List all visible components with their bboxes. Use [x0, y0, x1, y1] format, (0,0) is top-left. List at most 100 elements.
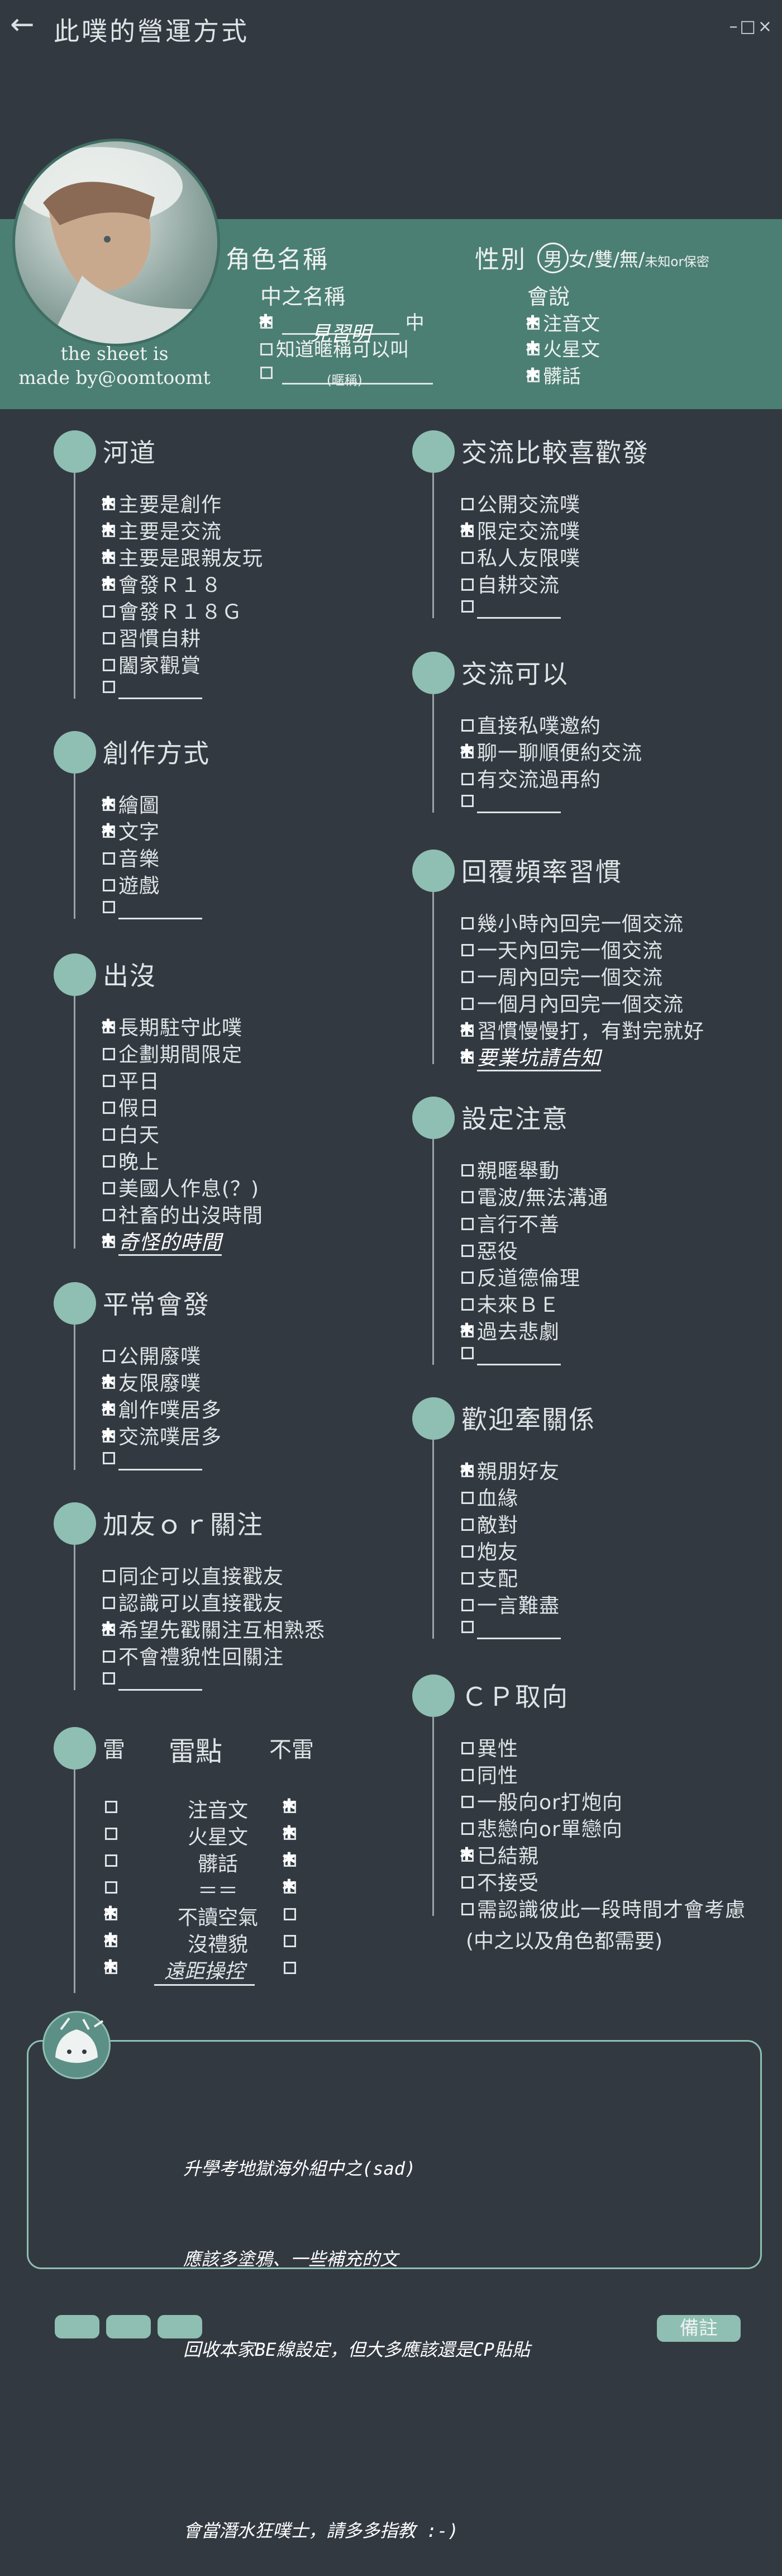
blank-field[interactable]: [477, 1347, 561, 1365]
chinese-name-value[interactable]: 見習明: [282, 317, 399, 345]
checkbox-item[interactable]: 長期駐守此噗: [101, 1012, 242, 1041]
gender-extra[interactable]: 未知or保密: [645, 255, 709, 269]
checkbox-item[interactable]: 聊一聊順便約交流: [459, 737, 642, 766]
checkbox[interactable]: [461, 795, 474, 807]
checkbox[interactable]: [461, 1742, 474, 1754]
checkbox-item[interactable]: [103, 1668, 202, 1691]
speak-item[interactable]: 髒話: [525, 361, 581, 388]
checkbox[interactable]: [461, 1347, 474, 1359]
speak-checkbox[interactable]: [525, 364, 540, 385]
checkbox-item[interactable]: 繪圖: [101, 789, 160, 818]
checkbox-item[interactable]: [461, 790, 561, 813]
checkbox[interactable]: [459, 1319, 475, 1340]
checkbox-item[interactable]: 文字: [101, 816, 160, 845]
checkbox[interactable]: [461, 773, 474, 785]
checkbox[interactable]: [103, 1128, 115, 1141]
checkbox[interactable]: [101, 572, 116, 594]
checkbox[interactable]: [103, 1048, 115, 1060]
checkbox[interactable]: [461, 1245, 474, 1257]
nickname-input-row[interactable]: (暱稱): [260, 362, 433, 388]
checkbox-item[interactable]: 白天: [103, 1119, 160, 1148]
checkbox-item[interactable]: [461, 1342, 561, 1365]
checkbox-item[interactable]: 敵對: [461, 1509, 518, 1538]
checkbox-item[interactable]: 奇怪的時間: [101, 1226, 222, 1256]
checkbox[interactable]: [461, 1218, 474, 1230]
checkbox-item[interactable]: 會發Ｒ１８Ｇ: [103, 596, 242, 625]
checkbox[interactable]: [103, 1452, 115, 1464]
checkbox[interactable]: [101, 1617, 116, 1639]
checkbox[interactable]: [101, 545, 116, 567]
checkbox[interactable]: [461, 1519, 474, 1531]
checkbox-item[interactable]: 炮友: [461, 1536, 518, 1565]
checkbox[interactable]: [461, 998, 474, 1010]
checkbox[interactable]: [103, 901, 115, 913]
checkbox-item[interactable]: 需認識彼此一段時間才會考慮: [461, 1894, 746, 1923]
checkbox[interactable]: [103, 1672, 115, 1685]
blank-field[interactable]: [118, 901, 202, 919]
checkbox-item[interactable]: 一天內回完一個交流: [461, 934, 663, 964]
bulei-checkbox[interactable]: [282, 1848, 297, 1870]
tab-button-2[interactable]: [106, 2315, 151, 2338]
checkbox-item[interactable]: 社畜的出沒時間: [103, 1199, 263, 1228]
note-button[interactable]: 備註: [657, 2315, 741, 2342]
checkbox[interactable]: [101, 1370, 116, 1392]
checkbox-item[interactable]: 交流噗居多: [101, 1421, 222, 1450]
checkbox-item[interactable]: 惡役: [461, 1235, 518, 1264]
nickname-row[interactable]: 知道暱稱可以叫: [260, 334, 409, 362]
checkbox[interactable]: [103, 1570, 115, 1582]
memo-box[interactable]: [27, 2040, 762, 2269]
checkbox[interactable]: [461, 1796, 474, 1808]
checkbox[interactable]: [461, 1903, 474, 1915]
checkbox-item[interactable]: 直接私噗邀約: [461, 710, 601, 739]
checkbox-item[interactable]: 假日: [103, 1092, 160, 1121]
checkbox[interactable]: [459, 1843, 475, 1865]
tab-button-1[interactable]: [55, 2315, 99, 2338]
nickname-input-checkbox[interactable]: [260, 366, 273, 379]
checkbox[interactable]: [461, 1191, 474, 1203]
checkbox-item[interactable]: 習慣自耕: [103, 623, 201, 652]
checkbox[interactable]: [459, 1459, 475, 1480]
checkbox-item[interactable]: 遊戲: [103, 870, 160, 899]
checkbox[interactable]: [103, 632, 115, 644]
checkbox[interactable]: [461, 1823, 474, 1835]
checkbox[interactable]: [461, 1272, 474, 1284]
checkbox[interactable]: [101, 1230, 116, 1251]
checkbox-item[interactable]: 要業坑請告知: [459, 1042, 602, 1071]
checkbox-item[interactable]: [103, 896, 202, 919]
checkbox[interactable]: [103, 879, 115, 891]
bulei-checkbox[interactable]: [284, 1962, 296, 1974]
blank-field[interactable]: [118, 1672, 202, 1691]
checkbox-item[interactable]: 親朋好友: [459, 1455, 560, 1484]
nickname-checkbox[interactable]: [260, 343, 273, 355]
checkbox[interactable]: [103, 681, 115, 693]
checkbox[interactable]: [461, 1545, 474, 1558]
gender-options[interactable]: 女/雙/無/: [569, 249, 645, 271]
checkbox[interactable]: [103, 1102, 115, 1114]
speak-checkbox[interactable]: [525, 311, 540, 333]
checkbox[interactable]: [103, 605, 115, 618]
checkbox-item[interactable]: 同企可以直接戳友: [103, 1560, 284, 1590]
checkbox-item[interactable]: 主要是跟親友玩: [101, 542, 263, 571]
checkbox-item[interactable]: 認識可以直接戳友: [103, 1587, 284, 1616]
checkbox-item[interactable]: 晚上: [103, 1146, 160, 1175]
checkbox[interactable]: [103, 1182, 115, 1194]
blank-field[interactable]: [477, 1621, 561, 1639]
checkbox-item[interactable]: 友限廢噗: [101, 1367, 201, 1396]
checkbox-item[interactable]: 創作噗居多: [101, 1394, 222, 1423]
chinese-name-checkbox[interactable]: [258, 310, 273, 331]
checkbox-item[interactable]: 電波/無法溝通: [461, 1182, 608, 1211]
checkbox[interactable]: [103, 1075, 115, 1087]
checkbox-item[interactable]: 音樂: [103, 843, 160, 872]
checkbox[interactable]: [461, 1621, 474, 1633]
checkbox-item[interactable]: 一周內回完一個交流: [461, 961, 663, 990]
blank-field[interactable]: [477, 600, 561, 619]
bulei-checkbox[interactable]: [284, 1908, 296, 1920]
close-icon[interactable]: ×: [757, 17, 772, 36]
checkbox[interactable]: [461, 1164, 474, 1176]
bulei-checkbox[interactable]: [282, 1875, 297, 1896]
back-arrow-icon[interactable]: ←: [10, 8, 35, 41]
lei-checkbox[interactable]: [103, 1956, 118, 1977]
checkbox[interactable]: [461, 1876, 474, 1889]
checkbox[interactable]: [461, 917, 474, 929]
checkbox[interactable]: [461, 1769, 474, 1781]
